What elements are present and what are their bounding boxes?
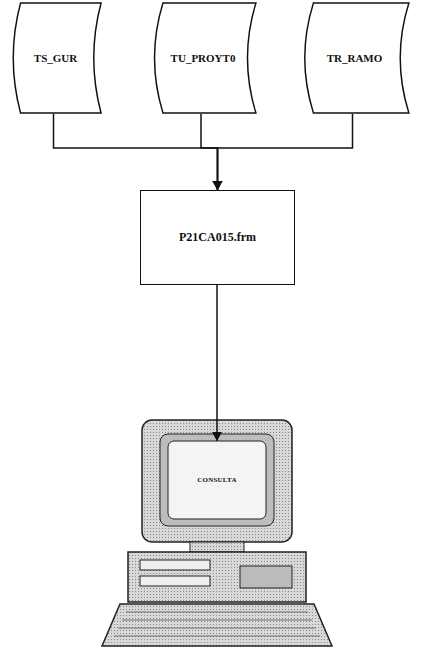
- data-store: TS_GUR: [5, 2, 102, 114]
- connector-line: [201, 114, 218, 190]
- flow-connector: [212, 285, 222, 441]
- flow-connector: [201, 114, 223, 190]
- node-label: TU_PROYT0: [153, 52, 250, 64]
- data-store: TU_PROYT0: [145, 2, 257, 114]
- node-label: TS_GUR: [16, 52, 91, 64]
- flow-connector: [213, 114, 353, 190]
- arrow-head: [213, 181, 223, 190]
- connector-line: [218, 114, 353, 190]
- arrow-head: [213, 181, 223, 190]
- arrow-head: [212, 432, 222, 441]
- node-label: TR_RAMO: [309, 52, 397, 64]
- data-store: TR_RAMO: [295, 2, 410, 114]
- node-label: P21CA015.frm: [171, 226, 264, 249]
- connector-line: [54, 114, 218, 190]
- process-box: P21CA015.frm: [140, 190, 295, 285]
- node-label: CONSULTA: [197, 476, 236, 484]
- connector-line: [216, 285, 218, 441]
- flow-connector: [54, 114, 223, 190]
- monitor-screen: CONSULTA: [168, 441, 266, 519]
- arrow-head: [213, 181, 223, 190]
